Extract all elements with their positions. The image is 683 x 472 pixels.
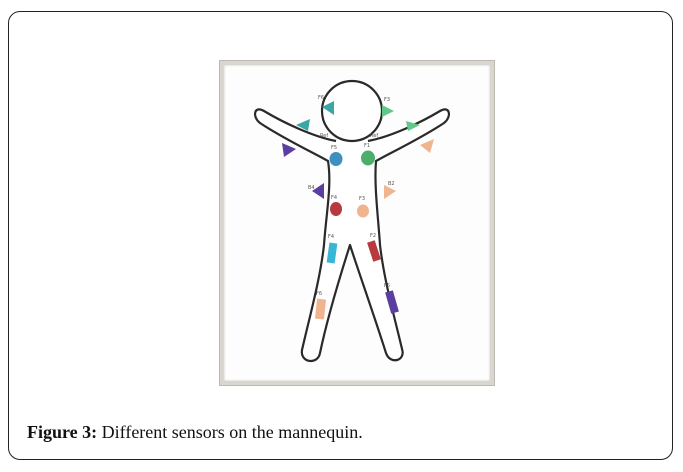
sensor-triangle-arm-left (282, 143, 296, 157)
sensor-label: Ref (320, 133, 328, 139)
sensor-label: F3 (384, 97, 390, 103)
figure-card: F6 F3 Ref Ref F5 F1 F4 F3 B4 B2 F4 F2 F6… (8, 11, 673, 460)
figure-caption-text: Different sensors on the mannequin. (102, 422, 363, 442)
figure-caption: Figure 3: Different sensors on the manne… (27, 422, 363, 443)
sensor-label: F6 (316, 291, 322, 297)
mannequin-illustration: F6 F3 Ref Ref F5 F1 F4 F3 B4 B2 F4 F2 F6… (224, 65, 490, 381)
figure-image-frame: F6 F3 Ref Ref F5 F1 F4 F3 B4 B2 F4 F2 F6… (219, 60, 495, 386)
sensor-label: F4 (331, 195, 337, 201)
sensor-label: B2 (388, 181, 395, 187)
sensor-label: F4 (328, 234, 334, 240)
figure-image: F6 F3 Ref Ref F5 F1 F4 F3 B4 B2 F4 F2 F6… (224, 65, 490, 381)
sensor-label: F3 (359, 196, 365, 202)
sensor-waist-right (357, 205, 369, 218)
sensor-triangle-head-right (382, 105, 394, 117)
sensor-label: F2 (370, 233, 376, 239)
sensor-waist-left (330, 202, 342, 216)
sensor-label: B4 (308, 185, 315, 191)
sensor-triangle-waist-right (384, 185, 396, 199)
sensor-label: F1 (364, 143, 370, 149)
sensor-label: F5 (384, 283, 390, 289)
sensor-label: F5 (331, 145, 337, 151)
sensor-chest-left (330, 152, 343, 166)
sensor-label: F6 (318, 95, 324, 101)
sensor-label: Ref (370, 133, 378, 139)
sensor-chest-right (361, 151, 375, 166)
sensor-triangle-arm-right (420, 139, 434, 153)
figure-label: Figure 3: (27, 422, 97, 442)
